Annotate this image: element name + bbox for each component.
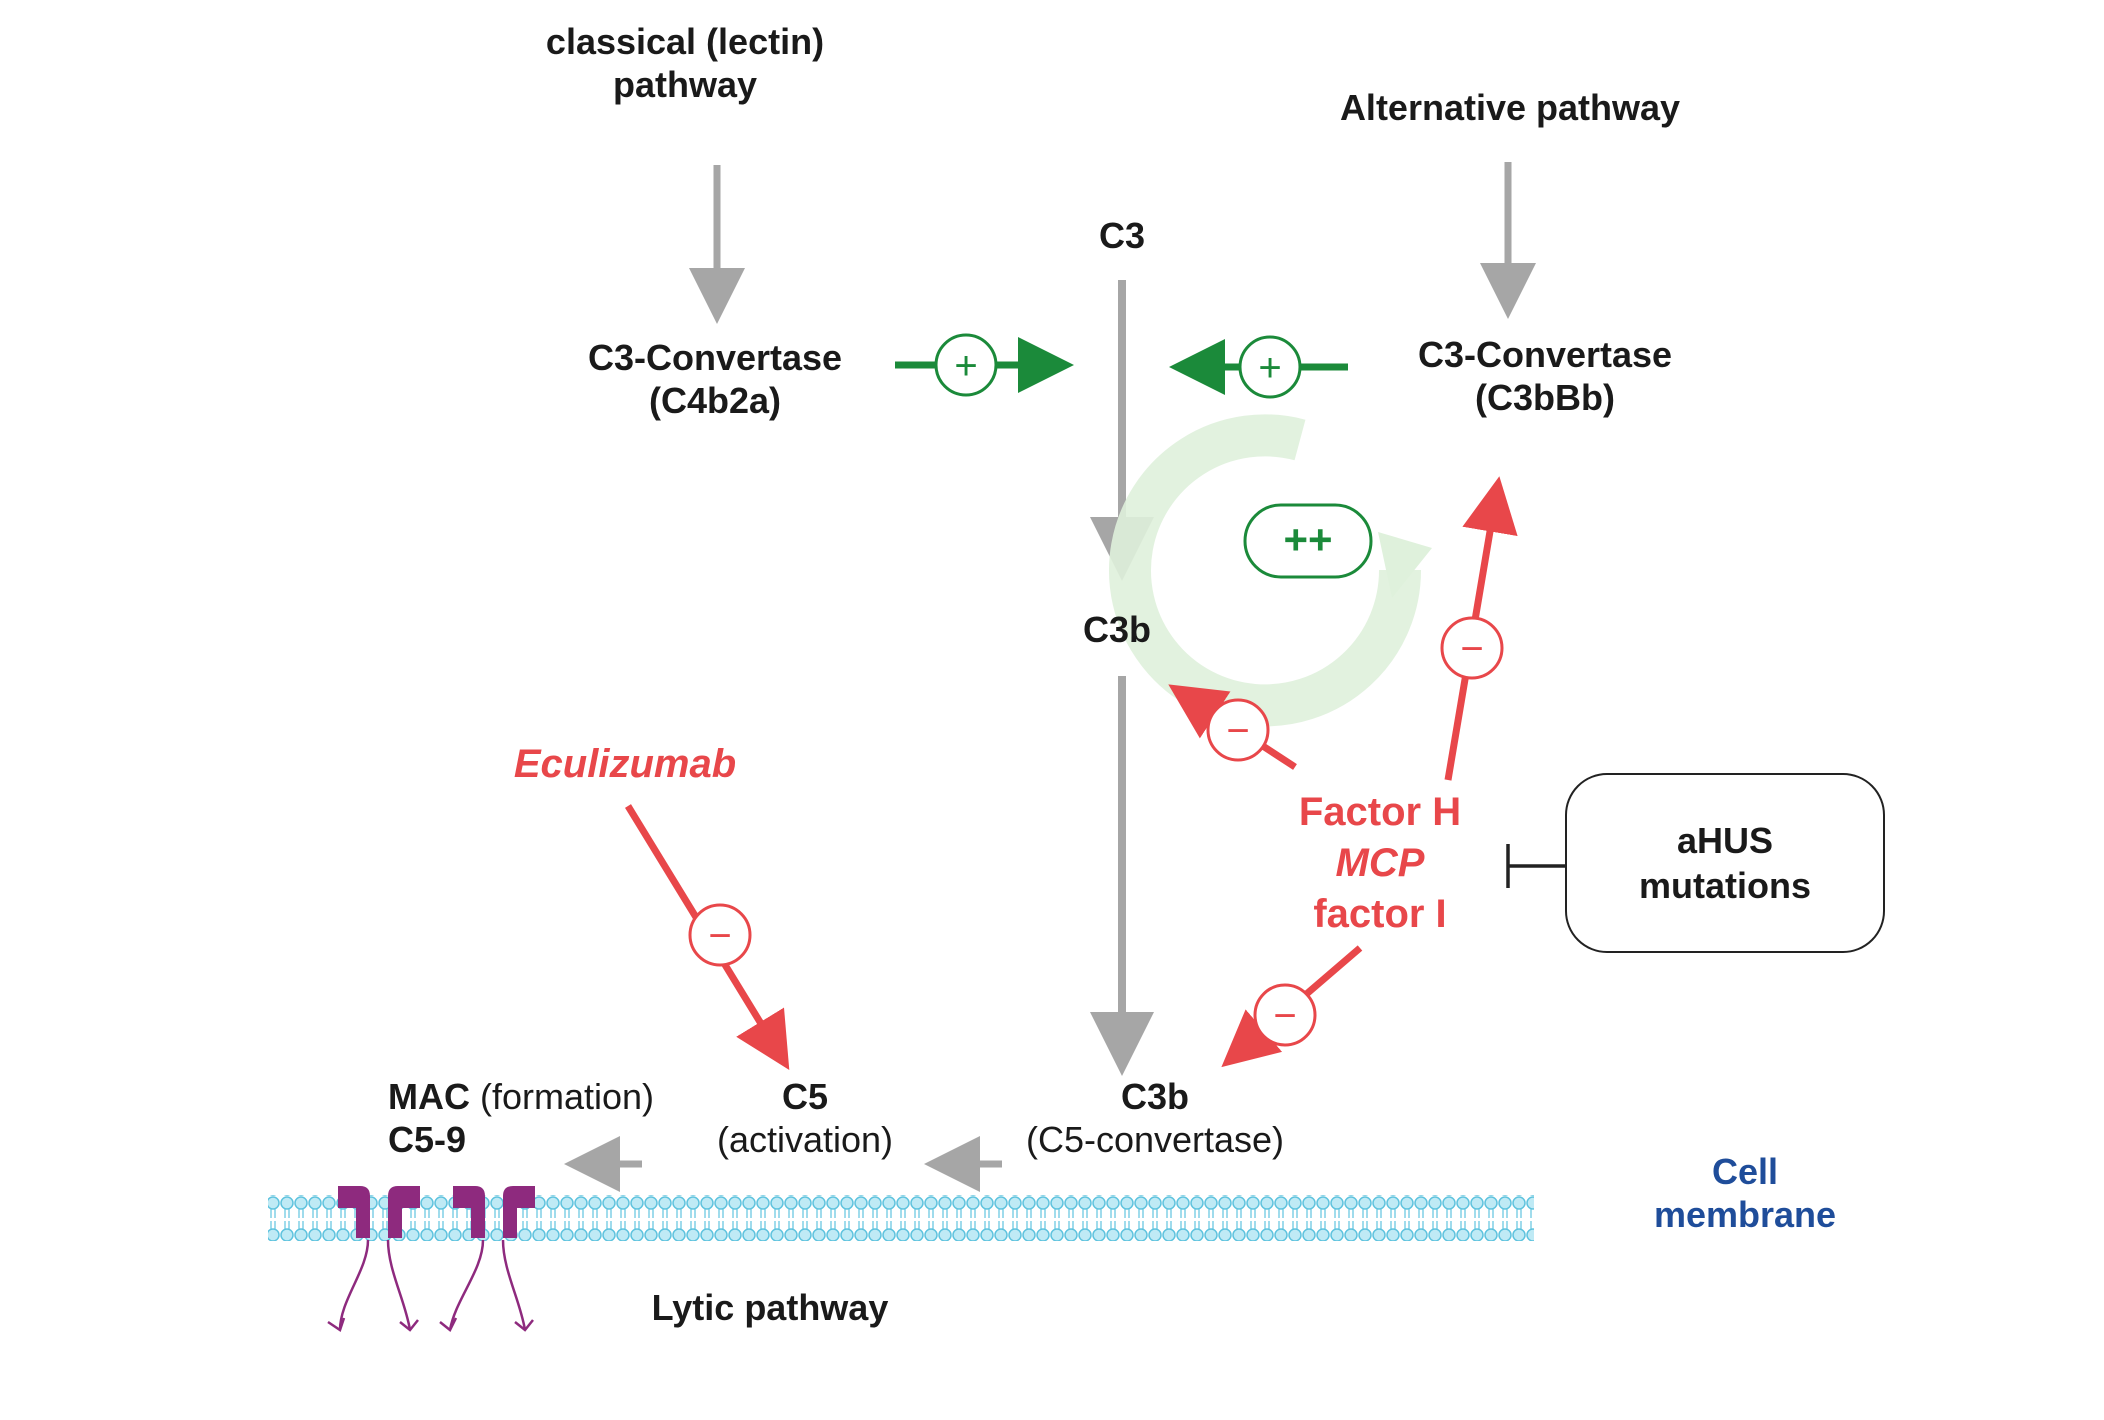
c3-convertase-classical: C3-Convertase (C4b2a) bbox=[545, 336, 885, 422]
lytic-pathway-label: Lytic pathway bbox=[651, 1287, 889, 1328]
classical-line2: pathway bbox=[612, 64, 758, 106]
minus-icon: − bbox=[688, 903, 752, 967]
minus-icon: − bbox=[1440, 616, 1504, 680]
mac-bold: MAC bbox=[388, 1076, 470, 1117]
eculizumab-label: Eculizumab bbox=[513, 742, 737, 786]
svg-text:−: − bbox=[1460, 627, 1483, 671]
ahus-line2: mutations bbox=[1638, 865, 1811, 906]
c3b-low-title: C3b bbox=[1120, 1076, 1189, 1117]
c3conv-right-line2: (C3bBb) bbox=[1475, 377, 1615, 419]
svg-text:−: − bbox=[1226, 709, 1249, 753]
plus-icon: + bbox=[934, 333, 998, 397]
inhibition-bar-icon bbox=[1506, 844, 1565, 888]
mac-rest: (formation) bbox=[469, 1076, 655, 1117]
minus-icon: − bbox=[1206, 698, 1270, 762]
classical-pathway-label: classical (lectin) pathway bbox=[535, 20, 835, 106]
alternative-pathway-label: Alternative pathway bbox=[1339, 87, 1681, 128]
mac-pore-icon bbox=[327, 1186, 420, 1332]
classical-line1: classical (lectin) bbox=[545, 21, 825, 62]
mcp-label: MCP bbox=[1335, 840, 1425, 885]
ahus-mutations-box: aHUS mutations bbox=[1565, 773, 1885, 953]
c5-convertase-label: C3b (C5-convertase) bbox=[1010, 1075, 1300, 1161]
factor-h-label: Factor H bbox=[1298, 790, 1462, 834]
c3-convertase-alternative: C3-Convertase (C3bBb) bbox=[1375, 333, 1715, 419]
svg-text:++: ++ bbox=[1283, 516, 1332, 563]
amplification-badge: ++ bbox=[1243, 503, 1373, 579]
cycle-arrow-icon bbox=[1109, 414, 1432, 727]
ahus-line1: aHUS bbox=[1676, 820, 1773, 861]
mac-pore-icon bbox=[439, 1186, 535, 1332]
c3b-low-sub: (C5-convertase) bbox=[1025, 1119, 1285, 1161]
c3conv-left-line2: (C4b2a) bbox=[648, 380, 782, 422]
minus-icon: − bbox=[1253, 983, 1317, 1047]
plus-icon: + bbox=[1238, 335, 1302, 399]
cell-membrane-label: Cell membrane bbox=[1620, 1150, 1870, 1236]
mac-label: MAC (formation) C5-9 bbox=[388, 1075, 654, 1161]
svg-text:−: − bbox=[708, 914, 731, 958]
svg-text:+: + bbox=[1258, 346, 1281, 390]
c5-sub: (activation) bbox=[716, 1119, 894, 1161]
factor-i-label: factor I bbox=[1313, 891, 1447, 936]
svg-text:−: − bbox=[1273, 994, 1296, 1038]
c3-label: C3 bbox=[1098, 215, 1146, 256]
c3b-label: C3b bbox=[1082, 609, 1151, 650]
c5-title: C5 bbox=[781, 1076, 829, 1117]
cell-line2: membrane bbox=[1653, 1194, 1837, 1236]
regulators-label: Factor H MCP factor I bbox=[1255, 787, 1505, 939]
c3conv-left-line1: C3-Convertase bbox=[587, 337, 843, 378]
c3conv-right-line1: C3-Convertase bbox=[1417, 334, 1673, 375]
c5-9-label: C5-9 bbox=[388, 1119, 467, 1161]
c5-label: C5 (activation) bbox=[695, 1075, 915, 1161]
cell-line1: Cell bbox=[1711, 1151, 1779, 1192]
svg-text:+: + bbox=[954, 344, 977, 388]
